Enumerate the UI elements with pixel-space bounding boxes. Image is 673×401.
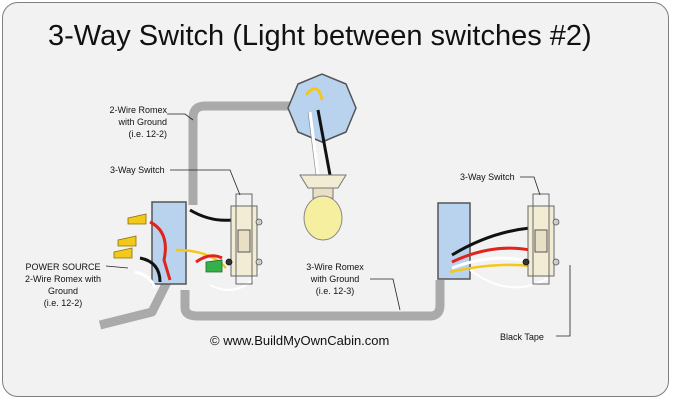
diagram-frame: [2, 2, 669, 397]
left-switch-box: [151, 201, 187, 285]
light-wire-white-outline: [307, 111, 317, 176]
left-switch-screw-1: [255, 218, 263, 226]
right-switch-screw-2: [552, 258, 560, 266]
leader-power: [105, 265, 129, 269]
cable-2wire-to-light: [188, 101, 300, 205]
right-switch-toggle: [534, 229, 548, 253]
label-black-tape: Black Tape: [500, 332, 544, 342]
label-power-source: POWER SOURCE 2-Wire Romex with Ground (i…: [24, 262, 101, 308]
right-switch-screw-3: [522, 258, 530, 266]
leader-switch-right: [520, 176, 541, 196]
leader-romex-top: [167, 113, 194, 121]
cable-power-source: [98, 277, 173, 330]
left-wire-white: [134, 270, 157, 289]
label-3wire-romex: 3-Wire Romex with Ground (i.e. 12-3): [306, 262, 364, 296]
wire-nut-yellow-3: [113, 247, 133, 259]
bulb-glass: [303, 195, 343, 241]
right-wire-yellow: [449, 263, 531, 274]
credit-text: © www.BuildMyOwnCabin.com: [210, 333, 390, 348]
light-wire-yellow-nut: [304, 87, 324, 101]
leader-black-tape: [556, 265, 571, 337]
left-switch-yoke: [235, 193, 253, 285]
wire-nut-yellow-2: [117, 235, 137, 247]
left-wire-yellow-switch: [175, 248, 227, 269]
bulb-socket: [299, 174, 347, 189]
right-switch-screw-1: [552, 218, 560, 226]
light-wire-black: [316, 109, 332, 176]
wire-nut-yellow-1: [127, 213, 147, 225]
label-switch-left: 3-Way Switch: [110, 165, 165, 175]
left-switch-screw-3: [225, 258, 233, 266]
light-wire-white: [308, 111, 320, 176]
wire-nut-green: [205, 259, 223, 273]
left-wire-red-switch: [195, 254, 223, 264]
label-romex-top: 2-Wire Romex with Ground (i.e. 12-2): [109, 105, 167, 139]
left-wire-black-to-light: [189, 208, 233, 222]
leader-romex3: [370, 278, 401, 311]
right-wire-red: [451, 246, 531, 264]
right-wire-ground: [469, 269, 549, 289]
label-switch-right: 3-Way Switch: [460, 172, 515, 182]
right-wire-black: [451, 226, 531, 257]
cable-3wire-between-switches: [180, 280, 445, 321]
leader-switch-left: [170, 169, 241, 196]
left-switch-screw-2: [255, 258, 263, 266]
right-switch-yoke: [532, 193, 550, 285]
diagram-title: 3-Way Switch (Light between switches #2): [48, 20, 592, 52]
light-fixture-box: [287, 73, 357, 143]
left-wire-red: [149, 220, 172, 281]
left-switch-toggle: [237, 229, 251, 253]
left-wire-black-power: [139, 256, 162, 283]
